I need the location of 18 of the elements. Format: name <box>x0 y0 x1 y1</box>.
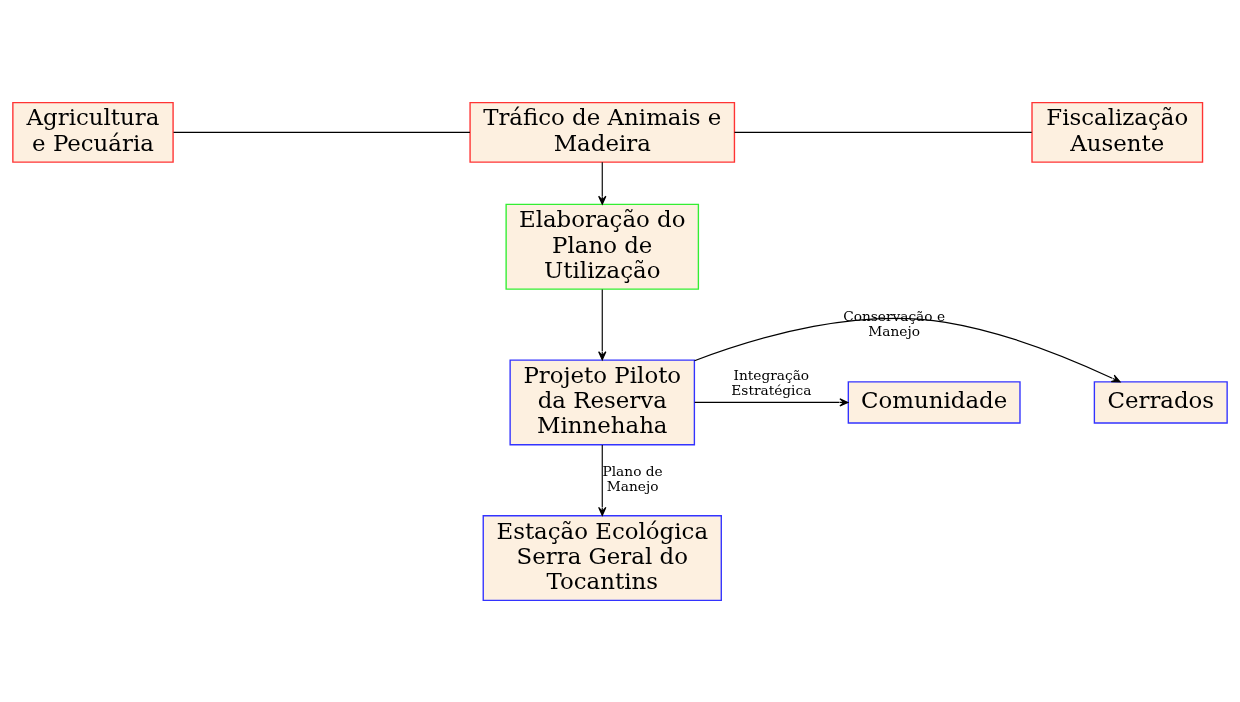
arrow <box>693 317 1121 382</box>
node-box: Projeto Piloto da Reserva Minnehaha <box>509 358 696 445</box>
node-box: Estação Ecológica Serra Geral do Tocantins <box>482 514 722 601</box>
node-box: Agricultura e Pecuária <box>12 101 174 163</box>
edge-label: Plano de Manejo <box>602 462 663 494</box>
node-box: Elaboração do Plano de Utilização <box>505 203 700 290</box>
arrow <box>598 444 607 516</box>
node-box: Tráfico de Animais e Madeira <box>469 101 736 163</box>
node-box: Comunidade <box>847 380 1021 424</box>
edge-label: Conservação e Manejo <box>843 307 946 339</box>
node-box: Fiscalização Ausente <box>1031 101 1204 163</box>
node-box: Cerrados <box>1093 380 1228 424</box>
connector <box>733 131 1033 133</box>
edge-label: Integração Estratégica <box>731 366 812 398</box>
arrow <box>598 288 607 360</box>
connector <box>172 131 471 133</box>
arrow <box>598 161 607 205</box>
arrow <box>694 397 849 407</box>
